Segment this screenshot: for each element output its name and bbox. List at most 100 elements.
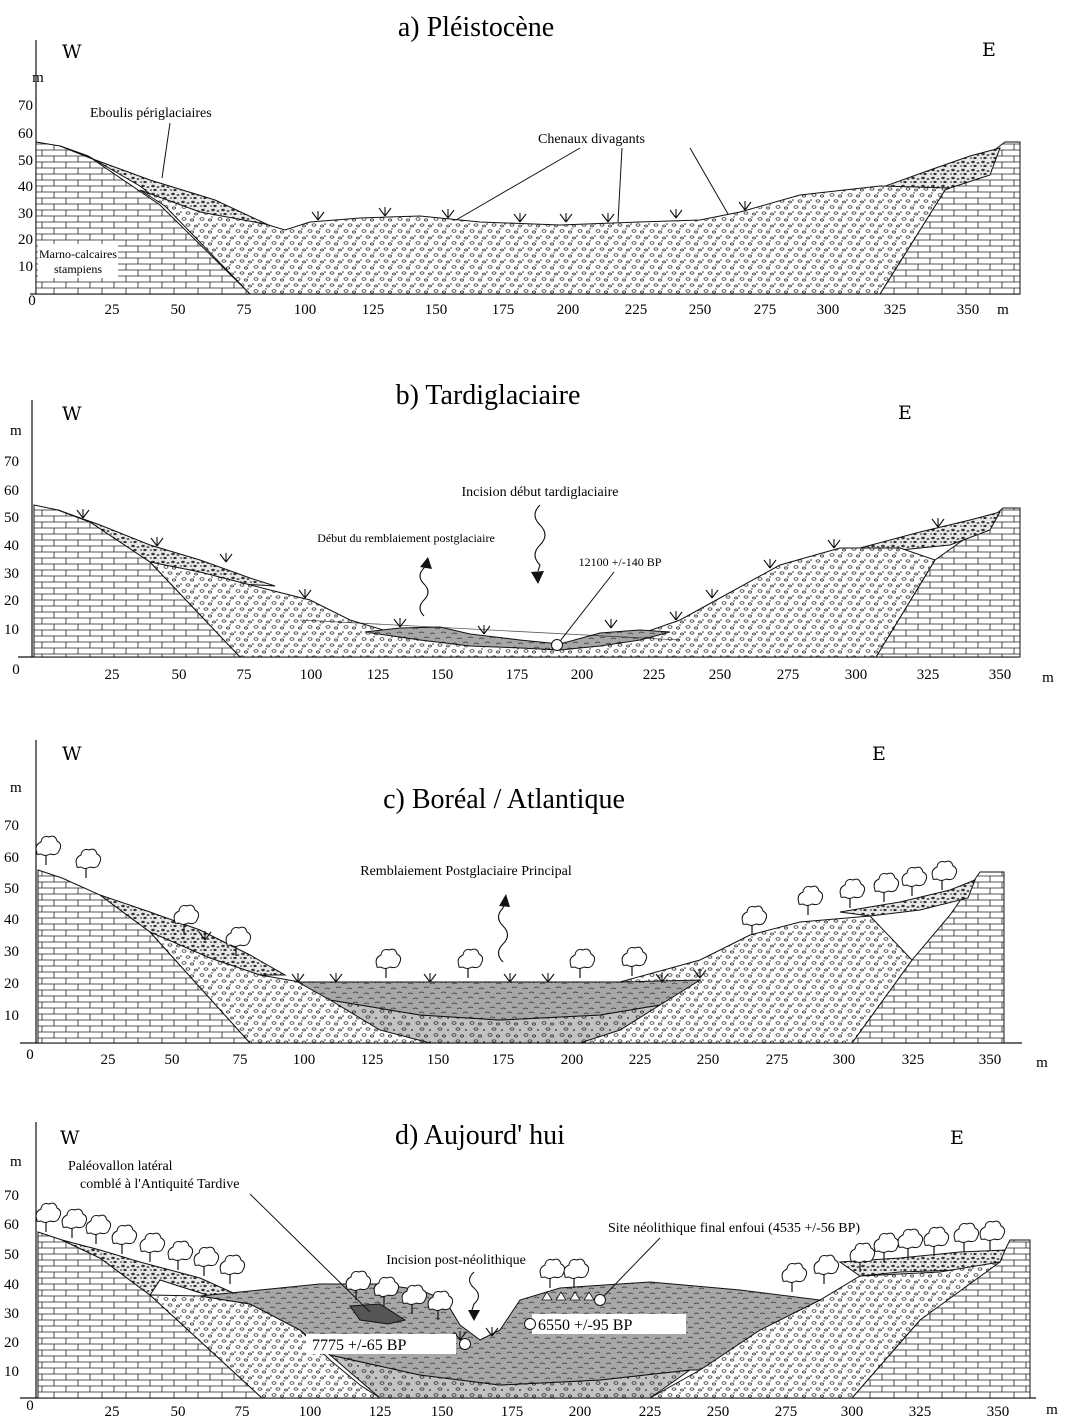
x-tick: 275	[775, 1404, 798, 1420]
x-tick: 175	[492, 1052, 515, 1068]
x-tick: 325	[902, 1052, 925, 1068]
panel-a-title: a) Pléistocène	[398, 12, 554, 43]
x-tick: 175	[501, 1404, 524, 1420]
label-chenaux: Chenaux divagants	[538, 132, 645, 147]
panel-b-east: E	[898, 402, 912, 424]
label-remblaiement-principal: Remblaiement Postglaciaire Principal	[360, 864, 572, 879]
x-tick: 225	[639, 1404, 662, 1420]
x-tick: 150	[427, 1052, 450, 1068]
panel-d-x-ticks: 0 25 50 75 100 125 150 175 200 225 250 2…	[26, 1398, 1058, 1420]
panel-d-y-unit: m	[10, 1154, 22, 1170]
label-eboulis: Eboulis périglaciaires	[90, 106, 212, 121]
label-date-12100: 12100 +/-140 BP	[579, 555, 662, 569]
x-tick: 100	[293, 1052, 316, 1068]
x-tick: 50	[171, 1404, 186, 1420]
panel-c-x-ticks: 0 25 50 75 100 125 150 175 200 225 250 2…	[26, 1047, 1048, 1071]
panel-a: a) Pléistocène W E m 70 60 50 40 30 20 1…	[18, 12, 1021, 318]
x-tick: 250	[709, 667, 732, 683]
x-tick: 250	[707, 1404, 730, 1420]
panel-a-y-unit: m	[32, 70, 44, 86]
panel-a-west: W	[62, 41, 82, 63]
x-tick: 350	[989, 667, 1012, 683]
y-tick: 10	[18, 259, 33, 275]
y-tick: 70	[4, 1188, 19, 1204]
y-tick: 20	[18, 232, 33, 248]
label-debut-remblaiement: Début du remblaiement postglaciaire	[317, 531, 495, 545]
y-tick: 50	[4, 1247, 19, 1263]
y-tick: 70	[4, 818, 19, 834]
x-unit: m	[1042, 670, 1054, 686]
x-tick: 200	[569, 1404, 592, 1420]
x-tick: 0	[12, 662, 20, 678]
date-box-6550	[532, 1314, 686, 1334]
panel-a-x-ticks: 0 25 50 75 100 125 150 175 200 225 250 2…	[28, 293, 1009, 318]
panel-c-y-ticks: 70 60 50 40 30 20 10	[4, 818, 19, 1024]
sample-point	[459, 1338, 471, 1350]
x-tick: 100	[294, 302, 317, 318]
x-tick: 300	[841, 1404, 864, 1420]
label-marno-2: stampiens	[54, 262, 102, 276]
x-unit: m	[1036, 1055, 1048, 1071]
y-tick: 20	[4, 593, 19, 609]
x-tick: 175	[492, 302, 515, 318]
y-tick: 30	[4, 566, 19, 582]
panel-c-east: E	[872, 743, 886, 765]
x-tick: 225	[643, 667, 666, 683]
y-tick: 30	[18, 206, 33, 222]
y-tick: 60	[4, 1217, 19, 1233]
x-tick: 75	[237, 667, 252, 683]
y-tick: 10	[4, 622, 19, 638]
x-tick: 325	[884, 302, 907, 318]
label-incision-post: Incision post-néolithique	[386, 1253, 526, 1268]
panel-d-west: W	[60, 1127, 80, 1149]
panel-d-y-ticks: 70 60 50 40 30 20 10	[4, 1188, 19, 1380]
x-tick: 225	[625, 302, 648, 318]
panel-b: b) Tardiglaciaire W E m 70 60 50 40 30 2…	[4, 380, 1054, 686]
y-tick: 50	[4, 510, 19, 526]
y-tick: 60	[18, 126, 33, 142]
y-tick: 50	[18, 153, 33, 169]
panel-c-y-unit: m	[10, 780, 22, 796]
x-tick: 300	[817, 302, 840, 318]
y-tick: 10	[4, 1008, 19, 1024]
label-paleovallon-1: Paléovallon latéral	[68, 1159, 173, 1174]
y-tick: 50	[4, 881, 19, 897]
x-tick: 350	[987, 1404, 1010, 1420]
y-tick: 40	[4, 538, 19, 554]
y-tick: 20	[4, 1335, 19, 1351]
x-tick: 50	[171, 302, 186, 318]
x-tick: 50	[172, 667, 187, 683]
x-tick: 275	[754, 302, 777, 318]
panel-a-east: E	[982, 39, 996, 61]
y-tick: 40	[4, 912, 19, 928]
panel-c-west: W	[62, 743, 82, 765]
x-unit: m	[1046, 1402, 1058, 1418]
panel-d-east: E	[950, 1127, 964, 1149]
y-tick: 40	[18, 179, 33, 195]
x-tick: 200	[561, 1052, 584, 1068]
x-tick: 275	[766, 1052, 789, 1068]
x-tick: 75	[233, 1052, 248, 1068]
sample-point	[551, 639, 563, 651]
x-tick: 100	[300, 667, 323, 683]
panel-a-y-ticks: 70 60 50 40 30 20 10	[18, 98, 33, 275]
panel-d: W E d) Aujourd' hui m 70 60 50 40 30 20 …	[4, 1120, 1058, 1420]
x-tick: 0	[26, 1047, 34, 1063]
x-tick: 250	[697, 1052, 720, 1068]
paleovallon	[349, 1303, 407, 1325]
y-tick: 10	[4, 1364, 19, 1380]
x-tick: 250	[689, 302, 712, 318]
panel-b-y-unit: m	[10, 423, 22, 439]
panel-c: W E c) Boréal / Atlantique m 70 60 50 40…	[4, 740, 1048, 1071]
x-tick: 175	[506, 667, 529, 683]
x-tick: 0	[26, 1398, 34, 1414]
x-tick: 25	[105, 302, 120, 318]
x-tick: 75	[235, 1404, 250, 1420]
x-tick: 200	[557, 302, 580, 318]
x-tick: 325	[917, 667, 940, 683]
x-tick: 275	[777, 667, 800, 683]
x-tick: 25	[105, 1404, 120, 1420]
x-tick: 150	[431, 1404, 454, 1420]
y-tick: 60	[4, 850, 19, 866]
